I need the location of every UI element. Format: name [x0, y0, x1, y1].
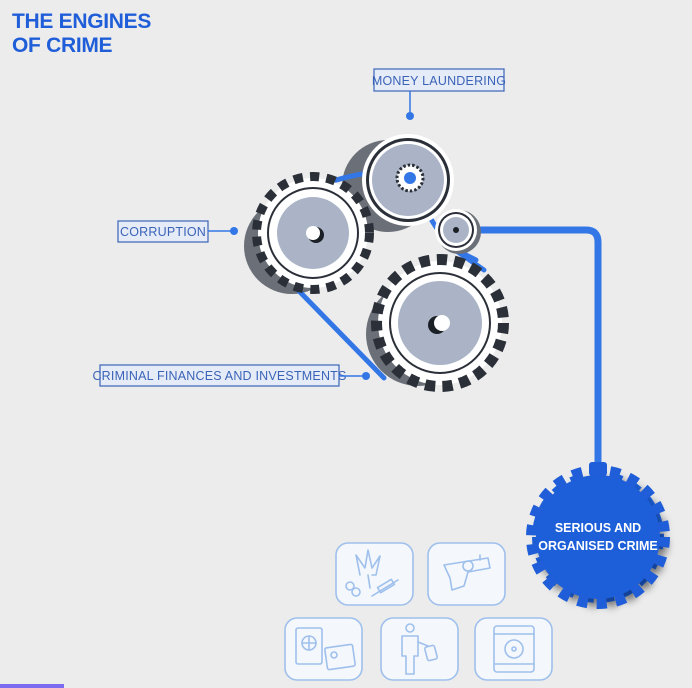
label-criminal-finances: CRIMINAL FINANCES AND INVESTMENTS [92, 364, 370, 387]
outcome-line-1: SERIOUS AND [555, 521, 641, 535]
document-fraud-icon [284, 617, 363, 681]
money-laundering-wheel [362, 134, 454, 226]
outcome-line-2: ORGANISED CRIME [538, 539, 657, 553]
label-criminal-finances-text: CRIMINAL FINANCES AND INVESTMENTS [92, 369, 346, 383]
corruption-gear [252, 172, 374, 294]
label-money-laundering-text: MONEY LAUNDERING [372, 74, 506, 88]
drugs-icon [335, 542, 414, 606]
belt-left [295, 287, 387, 381]
human-trafficking-icon [380, 617, 459, 681]
label-money-laundering: MONEY LAUNDERING [372, 68, 506, 120]
label-corruption: CORRUPTION [117, 220, 238, 243]
page-title: THE ENGINES OF CRIME [12, 10, 151, 58]
criminal-finances-gear [371, 254, 509, 392]
label-corruption-text: CORRUPTION [120, 225, 206, 239]
title-line-1: THE ENGINES [12, 10, 152, 33]
hazardous-waste-icon [474, 617, 553, 681]
crime-icons [284, 542, 553, 681]
output-connector [466, 226, 602, 474]
title-line-2: OF CRIME [12, 34, 113, 57]
idler-wheel [435, 209, 481, 254]
serious-organised-crime-gear: SERIOUS AND ORGANISED CRIME [526, 462, 670, 609]
bottom-accent-strip [0, 684, 64, 688]
firearms-icon [427, 542, 506, 606]
